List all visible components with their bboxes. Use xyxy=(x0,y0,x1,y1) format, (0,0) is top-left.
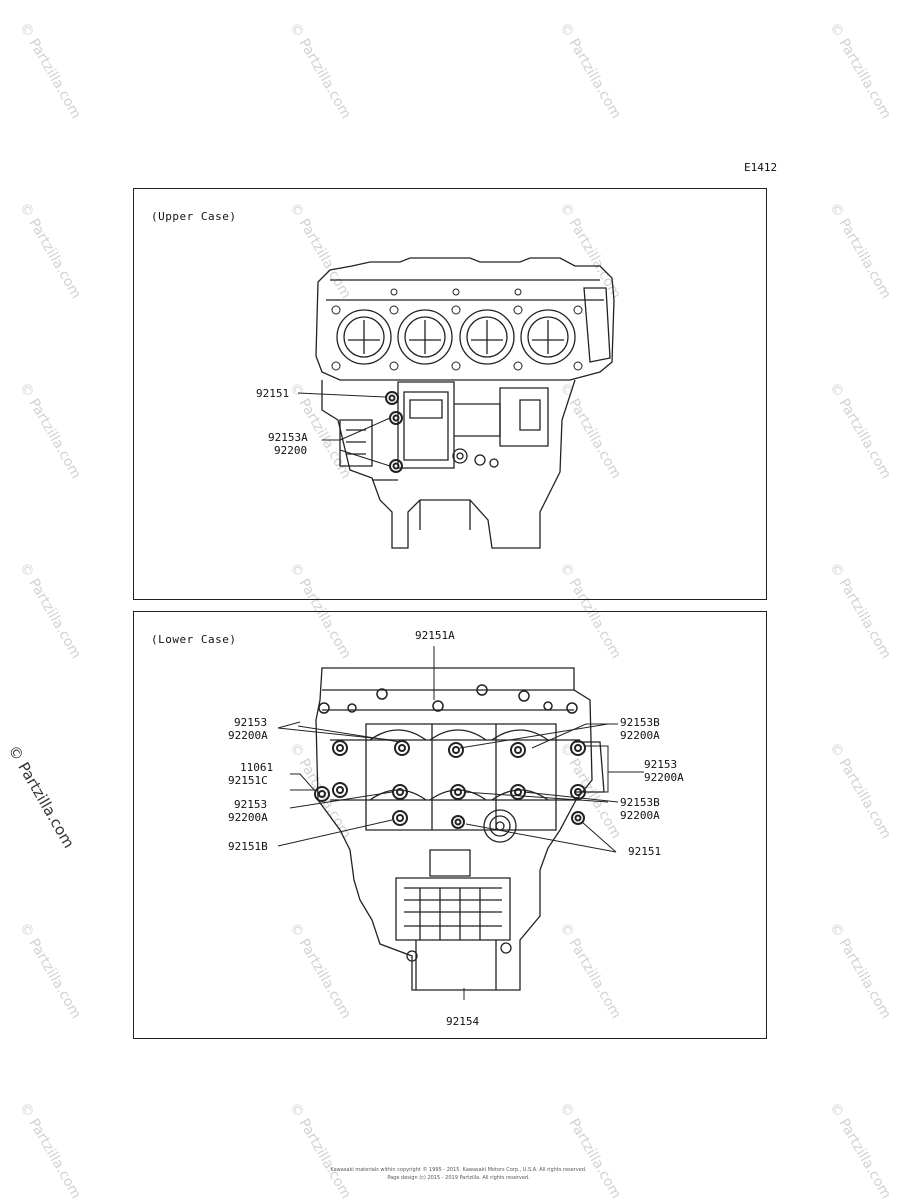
label-92153B-right-b: 92153B xyxy=(620,796,660,809)
diagram-code: E1412 xyxy=(744,161,778,174)
label-92151-right: 92151 xyxy=(628,845,662,858)
label-92200A-right-a: 92200A xyxy=(620,729,660,742)
label-92200A-left-b: 92200A xyxy=(228,811,268,824)
label-92151: 92151 xyxy=(256,387,290,400)
upper-crankcase-drawing xyxy=(297,257,615,549)
upper-case-panel xyxy=(133,188,767,600)
label-92153-left-a: 92153 xyxy=(234,716,268,729)
copyright-line-2: Page design (c) 2015 - 2019 Partzilla. A… xyxy=(387,1175,530,1181)
label-92153-left-b: 92153 xyxy=(234,798,268,811)
label-92151B: 92151B xyxy=(228,840,268,853)
upper-case-title: (Upper Case) xyxy=(151,210,237,223)
lower-case-title: (Lower Case) xyxy=(151,633,237,646)
copyright-line-1: Kawasaki materials within copyright © 19… xyxy=(330,1167,587,1173)
lower-crankcase-drawing xyxy=(277,646,644,1000)
label-92154: 92154 xyxy=(446,1015,480,1028)
label-92200A-left-a: 92200A xyxy=(228,729,268,742)
lower-case-panel xyxy=(133,611,767,1039)
label-92200A-right-b: 92200A xyxy=(620,809,660,822)
label-92200: 92200 xyxy=(274,444,308,457)
label-92153A: 92153A xyxy=(268,431,308,444)
label-92153B-right-a: 92153B xyxy=(620,716,660,729)
label-92200A-right-mid: 92200A xyxy=(644,771,684,784)
label-92153-right: 92153 xyxy=(644,758,678,771)
label-92151A: 92151A xyxy=(415,629,455,642)
label-11061: 11061 xyxy=(240,761,274,774)
label-92151C: 92151C xyxy=(228,774,268,787)
